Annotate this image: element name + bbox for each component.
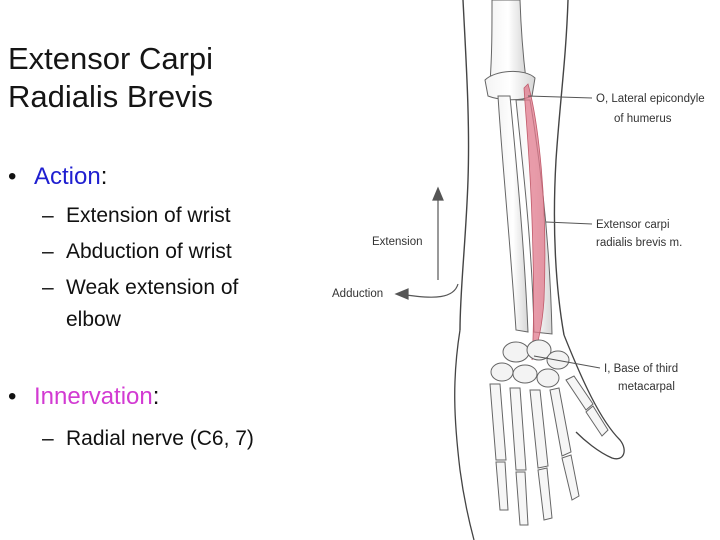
adduction-arrow	[394, 283, 459, 300]
extension-label: Extension	[372, 236, 423, 248]
action-item-continuation: elbow	[66, 308, 121, 331]
action-item-text: Abduction of wrist	[66, 240, 232, 263]
leader-lines	[527, 95, 601, 369]
muscle-label-line-2: radialis brevis m.	[596, 237, 682, 249]
origin-label-line-2: of humerus	[614, 113, 672, 125]
dash: –	[42, 204, 54, 227]
hand-bones	[489, 375, 609, 526]
adduction-label: Adduction	[332, 288, 383, 300]
action-item-text: Weak extension of	[66, 276, 239, 299]
bullet-dot: •	[8, 163, 17, 190]
innervation-colon: :	[152, 383, 160, 410]
slide-title: Extensor Carpi Radialis Brevis	[8, 40, 308, 116]
extensor-carpi-radialis-brevis-muscle	[523, 83, 546, 361]
action-item: –Abduction of wrist	[42, 236, 232, 268]
forearm-svg: O, Lateral epicondyle of humerus Extenso…	[332, 0, 705, 540]
extension-arrow	[432, 186, 444, 280]
title-line-2: Radialis Brevis	[8, 79, 214, 114]
humerus-bone	[484, 0, 536, 101]
origin-label-line-1: O, Lateral epicondyle	[596, 93, 705, 105]
innervation-bullet: • Innervation:	[8, 382, 159, 412]
insertion-label-line-1: I, Base of third	[604, 363, 678, 375]
forearm-outline	[459, 0, 569, 336]
action-bullet: • Action:	[8, 162, 107, 192]
muscle-label-line-1: Extensor carpi	[596, 219, 670, 231]
action-item-text: Extension of wrist	[66, 204, 231, 227]
title-line-1: Extensor Carpi	[8, 41, 214, 76]
dash: –	[42, 427, 54, 450]
innervation-item: –Radial nerve (C6, 7)	[42, 423, 254, 455]
carpal-bones	[490, 339, 570, 388]
forearm-illustration: O, Lateral epicondyle of humerus Extenso…	[320, 0, 720, 540]
dash: –	[42, 240, 54, 263]
innervation-keyword: Innervation	[34, 383, 153, 410]
insertion-label-line-2: metacarpal	[618, 381, 675, 393]
innervation-item-text: Radial nerve (C6, 7)	[66, 427, 254, 450]
action-colon: :	[100, 163, 108, 190]
bullet-dot: •	[8, 383, 17, 410]
action-item: –Extension of wrist	[42, 200, 231, 232]
action-keyword: Action	[34, 163, 101, 190]
action-item: –Weak extension of elbow	[42, 272, 292, 336]
hand-outline	[454, 329, 625, 540]
dash: –	[42, 276, 54, 299]
